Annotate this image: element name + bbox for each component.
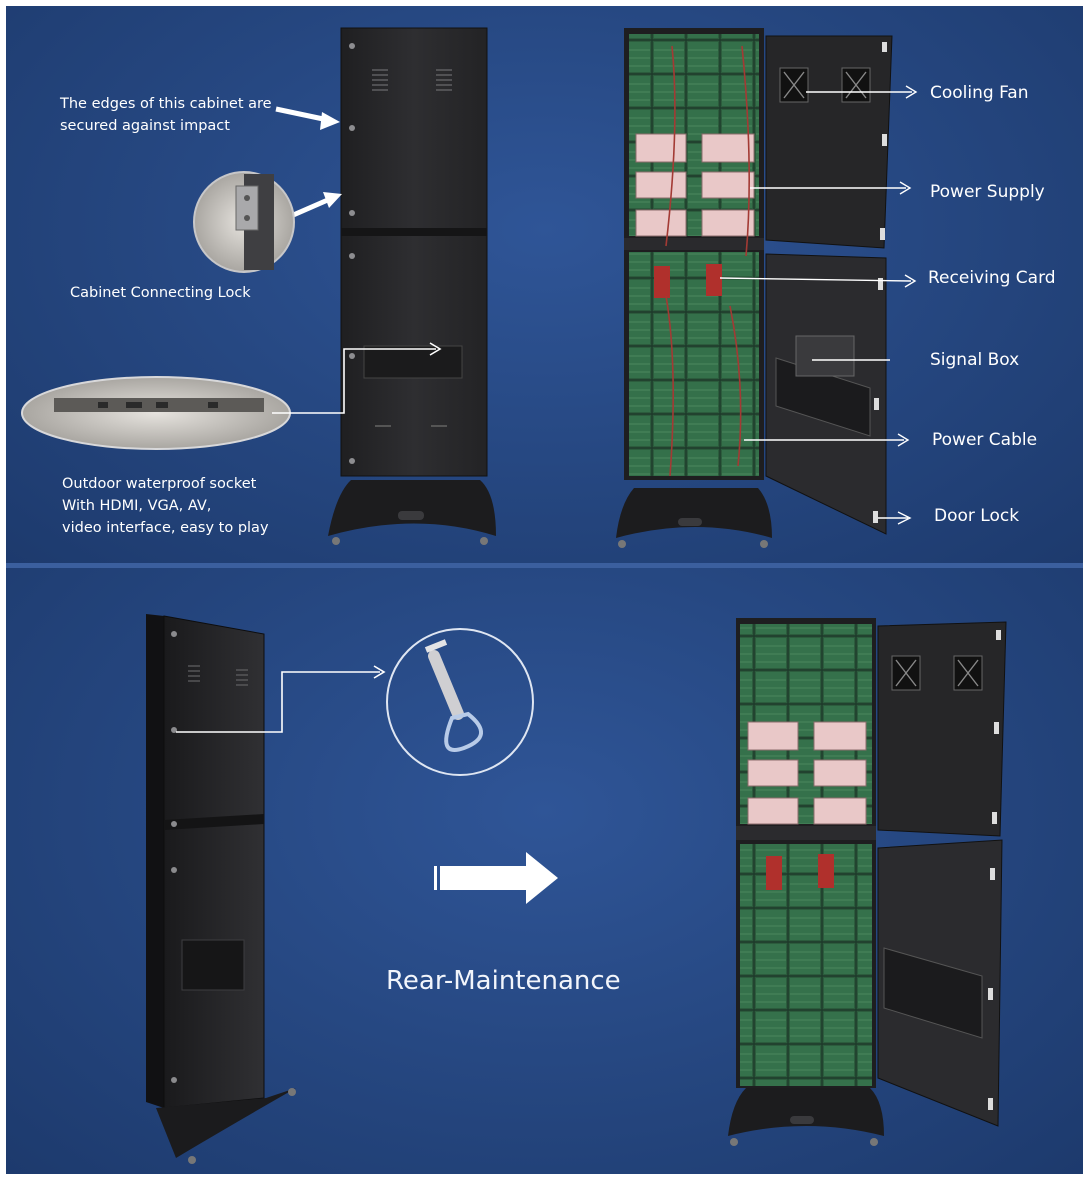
cabinet-front-closed — [328, 27, 496, 545]
lock-closeup-icon — [193, 171, 295, 273]
bottom-panel: Rear-Maintenance — [6, 568, 1083, 1174]
cabinet-side-view — [146, 614, 296, 1164]
lock-icon — [873, 42, 887, 523]
label-door-lock: Door Lock — [934, 506, 1020, 526]
arrow-right-icon — [434, 852, 558, 904]
bottom-illustration — [146, 614, 1007, 1164]
note-socket-line3: video interface, easy to play — [62, 520, 269, 536]
note-socket-line2: With HDMI, VGA, AV, — [62, 498, 212, 514]
socket-closeup-icon — [21, 376, 291, 450]
note-lock: Cabinet Connecting Lock — [70, 285, 251, 301]
label-power-supply: Power Supply — [930, 182, 1045, 202]
label-signal-box: Signal Box — [930, 350, 1020, 370]
callout-lines — [719, 91, 912, 519]
cabinet-open-rear — [728, 618, 1007, 1146]
top-panel: The edges of this cabinet are secured ag… — [6, 6, 1083, 564]
top-illustration — [21, 27, 918, 548]
note-socket-line1: Outdoor waterproof socket — [62, 476, 257, 492]
cabinet-open-interior — [616, 28, 893, 548]
socket-connector-line — [272, 348, 436, 414]
fan-icon — [779, 67, 871, 103]
key-connector-line — [176, 665, 386, 733]
label-cooling-fan: Cooling Fan — [930, 83, 1029, 103]
label-power-cable: Power Cable — [932, 430, 1038, 450]
label-receiving-card: Receiving Card — [928, 268, 1056, 288]
power-supply-units — [635, 133, 755, 237]
arrow-edges-icon — [275, 106, 340, 130]
note-edges-line1: The edges of this cabinet are — [60, 96, 272, 112]
caption-rear-maintenance: Rear-Maintenance — [386, 966, 621, 996]
panel-divider — [6, 563, 1083, 569]
key-icon — [386, 628, 534, 776]
arrow-lock-icon — [290, 192, 342, 219]
note-edges-line2: secured against impact — [60, 118, 230, 134]
